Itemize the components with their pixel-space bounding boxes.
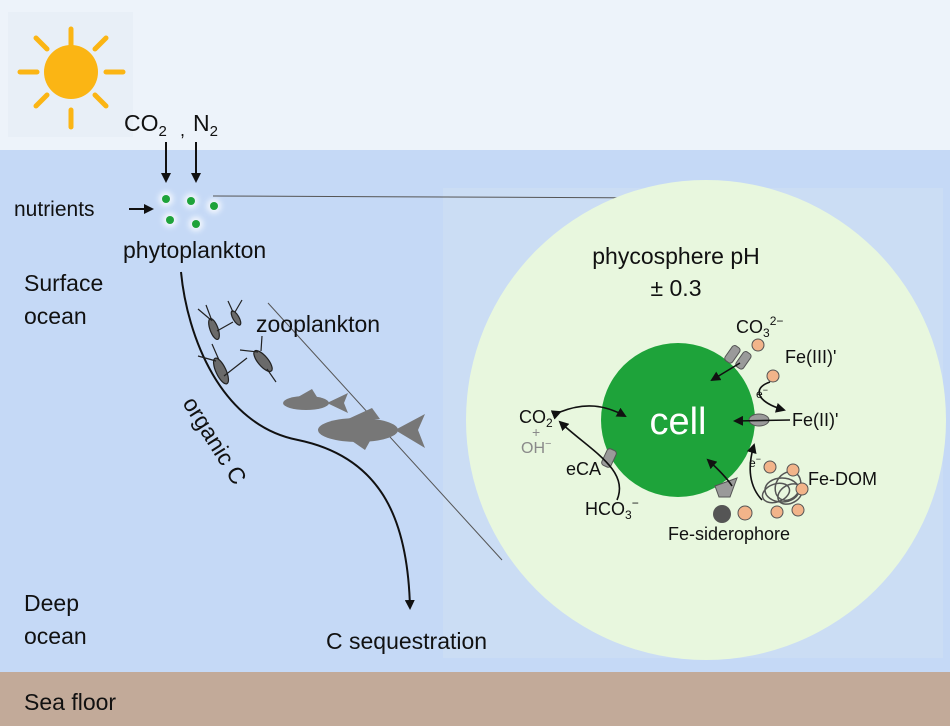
organic-carbon-flux-arrow	[180, 271, 415, 610]
carbonate-transporter	[724, 345, 752, 370]
siderophore-molecule	[713, 505, 731, 523]
zooplankton-label: zooplankton	[256, 311, 380, 337]
fe-dom-label: Fe-DOM	[808, 469, 877, 489]
fe-siderophore-label: Fe-siderophore	[668, 524, 790, 544]
fe-dom-reduction-arrow	[746, 443, 763, 501]
electron-label-upper: e−	[756, 385, 768, 401]
hydroxide-label: OH−	[521, 438, 551, 457]
fe-dom-complex-icon	[761, 460, 809, 519]
fe3-reduction-arrow	[758, 381, 786, 413]
co2-exchange-arrow	[550, 405, 627, 420]
eca-conversion-arrow	[558, 420, 621, 501]
zooplankton-icon	[197, 299, 277, 385]
plus-sign: +	[532, 424, 540, 440]
fe3-ion	[766, 369, 780, 383]
sky-band	[0, 0, 950, 150]
phycosphere-title-line1: phycosphere pH	[592, 243, 760, 269]
nutrients-label: nutrients	[14, 198, 95, 221]
deep-ocean-label-line1: Deep	[24, 590, 79, 616]
zoom-line-top	[212, 195, 677, 199]
carbonate-ion	[751, 338, 765, 352]
fe2-uptake-arrow	[733, 415, 791, 426]
sun-icon	[8, 12, 133, 137]
fish-icon-small	[283, 389, 348, 413]
phytoplankton-particles	[159, 192, 221, 231]
eca-enzyme	[601, 448, 617, 468]
sea-floor-label: Sea floor	[24, 689, 116, 715]
sea-floor	[0, 672, 950, 726]
c-sequestration-label: C sequestration	[326, 628, 487, 654]
carbonate-label: CO32−	[736, 314, 783, 340]
eca-label: eCA	[566, 459, 601, 479]
co2-product-label: CO2	[519, 407, 553, 430]
phytoplankton-label: phytoplankton	[123, 237, 266, 263]
gas-separator: ,	[180, 120, 185, 140]
siderophore-iron	[737, 505, 753, 521]
cell-body	[601, 343, 755, 497]
fe3-label: Fe(III)'	[785, 347, 836, 367]
fe2-label: Fe(II)'	[792, 410, 838, 430]
gas-label-n2: N2	[193, 110, 218, 140]
deep-ocean-label-line2: ocean	[24, 623, 87, 649]
bicarbonate-label: HCO3−	[585, 496, 639, 522]
cell-label: cell	[649, 401, 706, 443]
electron-label-lower: e−	[749, 454, 761, 470]
gas-label-co2: CO2	[124, 110, 167, 140]
siderophore-transporter	[714, 477, 738, 498]
siderophore-uptake-arrow	[706, 458, 733, 487]
fish-icon-large	[318, 408, 425, 450]
surface-ocean-label-line2: ocean	[24, 303, 87, 329]
surface-ocean-label-line1: Surface	[24, 270, 103, 296]
carbonate-uptake-arrow	[710, 362, 741, 382]
phycosphere-title-line2: ± 0.3	[651, 275, 702, 301]
